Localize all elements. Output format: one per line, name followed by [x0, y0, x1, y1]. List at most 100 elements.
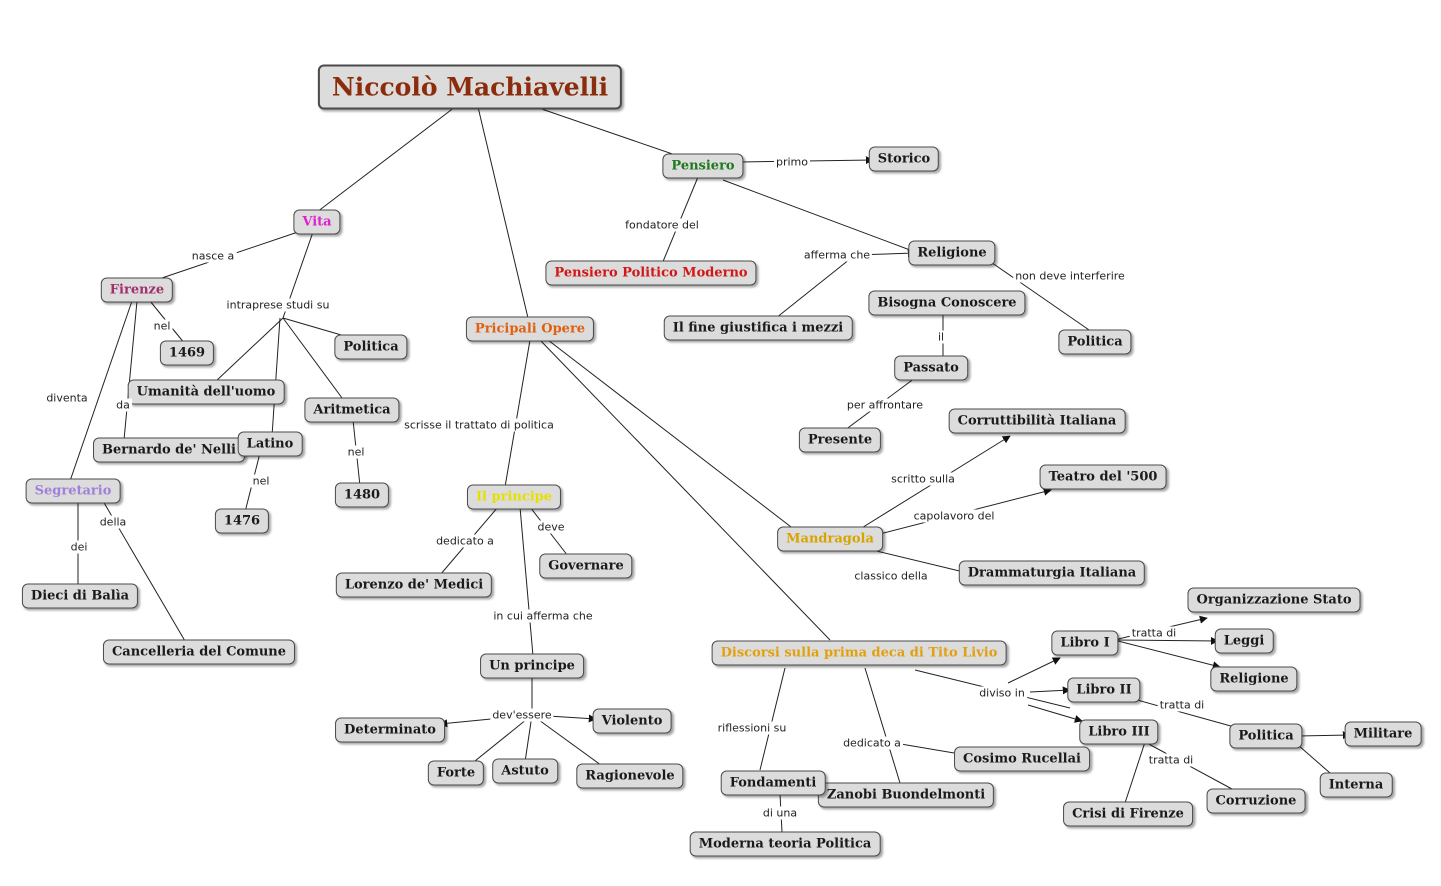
link-label-scritto-sulla: scritto sulla	[889, 472, 957, 486]
node-forte[interactable]: Forte	[427, 760, 485, 786]
link-label-dei: dei	[68, 540, 90, 554]
node-drammaturgia-italiana[interactable]: Drammaturgia Italiana	[958, 560, 1146, 586]
node-cosimo-rucellai[interactable]: Cosimo Rucellai	[954, 746, 1090, 772]
node-ragionevole[interactable]: Ragionevole	[576, 763, 684, 789]
link-label-capolavoro-del: capolavoro del	[911, 509, 997, 523]
link-label-in-cui-afferma-che: in cui afferma che	[491, 609, 595, 623]
node-politica-religione[interactable]: Politica	[1058, 329, 1132, 355]
connector-line	[1124, 741, 1146, 804]
node-politica-studi[interactable]: Politica	[334, 334, 408, 360]
node-un-principe[interactable]: Un principe	[480, 653, 584, 679]
node-interna[interactable]: Interna	[1319, 772, 1393, 798]
node-presente[interactable]: Presente	[798, 427, 882, 453]
connector-line	[519, 506, 534, 657]
connector-line	[1129, 697, 1239, 729]
node-zanobi-buondelmonti[interactable]: Zanobi Buondelmonti	[817, 782, 995, 808]
node-libro-i[interactable]: Libro I	[1051, 630, 1119, 656]
node-il-fine-giustifica-i-mezzi[interactable]: Il fine giustifica i mezzi	[663, 315, 853, 341]
node-discorsi-tito-livio[interactable]: Discorsi sulla prima deca di Tito Livio	[711, 640, 1007, 666]
link-label-classico-della: classico della	[852, 569, 930, 583]
node-libro-ii[interactable]: Libro II	[1067, 677, 1141, 703]
node-passato[interactable]: Passato	[894, 355, 968, 381]
node-bisogna-conoscere[interactable]: Bisogna Conoscere	[868, 290, 1026, 316]
connector-line	[469, 714, 533, 766]
link-label-diventa: diventa	[44, 391, 90, 405]
node-violento[interactable]: Violento	[592, 708, 672, 734]
node-corruttibilita-italiana[interactable]: Corruttibilità Italiana	[948, 408, 1126, 434]
node-segretario[interactable]: Segretario	[25, 478, 121, 504]
node-dieci-di-balia[interactable]: Dieci di Balìa	[21, 583, 139, 609]
node-principali-opere[interactable]: Pricipali Opere	[465, 316, 595, 342]
node-politica-libro2[interactable]: Politica	[1229, 723, 1303, 749]
link-label-il: il	[935, 330, 947, 344]
node-vita[interactable]: Vita	[293, 209, 341, 235]
node-corruzione[interactable]: Corruzione	[1206, 788, 1306, 814]
node-firenze[interactable]: Firenze	[100, 277, 174, 303]
connector-line	[1007, 657, 1061, 684]
connector-line	[1027, 704, 1083, 723]
node-crisi-di-firenze[interactable]: Crisi di Firenze	[1063, 801, 1193, 827]
node-pensiero[interactable]: Pensiero	[662, 153, 744, 179]
link-label-riflessioni-su: riflessioni su	[715, 721, 789, 735]
connector-line	[123, 300, 138, 441]
node-fondamenti[interactable]: Fondamenti	[720, 770, 826, 796]
connector-line	[524, 714, 533, 763]
connector-line	[864, 667, 901, 784]
connector-line	[282, 317, 346, 403]
connector-line	[775, 254, 856, 319]
connector-line	[759, 667, 786, 771]
link-label-della: della	[97, 515, 129, 529]
node-lorenzo-de-medici[interactable]: Lorenzo de' Medici	[335, 572, 493, 598]
node-libro-iii[interactable]: Libro III	[1079, 719, 1159, 745]
node-organizzazione-stato[interactable]: Organizzazione Stato	[1187, 587, 1361, 613]
node-astuto[interactable]: Astuto	[492, 758, 558, 784]
node-1480[interactable]: 1480	[334, 482, 390, 508]
connector-line	[547, 339, 796, 531]
connector-line	[531, 714, 606, 769]
node-1476[interactable]: 1476	[214, 508, 270, 534]
node-cancelleria-del-comune[interactable]: Cancelleria del Comune	[102, 639, 296, 665]
node-governare[interactable]: Governare	[539, 553, 633, 579]
link-label-fondatore-del: fondatore del	[623, 218, 701, 232]
node-umanita-delluomo[interactable]: Umanità dell'uomo	[127, 379, 285, 405]
link-label-dedicato-a-lorenzo: dedicato a	[434, 534, 496, 548]
link-label-afferma-che: afferma che	[801, 248, 873, 262]
node-mandragola[interactable]: Mandragola	[777, 526, 883, 552]
node-leggi[interactable]: Leggi	[1214, 628, 1274, 654]
link-label-tratta-di-libro2: tratta di	[1157, 698, 1207, 712]
node-storico[interactable]: Storico	[868, 146, 940, 172]
link-label-deve: deve	[535, 520, 567, 534]
connector-line	[1113, 636, 1219, 645]
connector-line	[1297, 744, 1331, 774]
node-teatro-del-500[interactable]: Teatro del '500	[1039, 464, 1167, 490]
node-aritmetica[interactable]: Aritmetica	[304, 397, 400, 423]
connector-line	[539, 339, 831, 641]
node-religione[interactable]: Religione	[908, 240, 996, 266]
connector-line	[477, 106, 529, 319]
node-moderna-teoria-politica[interactable]: Moderna teoria Politica	[689, 831, 881, 857]
link-label-intraprese-studi-su: intraprese studi su	[224, 298, 332, 312]
connector-line	[1297, 731, 1351, 740]
link-label-diviso-in: diviso in	[977, 686, 1027, 700]
connector-line	[529, 104, 691, 161]
link-label-da: da	[114, 398, 132, 412]
node-determinato[interactable]: Determinato	[335, 717, 445, 743]
node-latino[interactable]: Latino	[237, 431, 303, 457]
link-label-primo: primo	[773, 155, 811, 169]
node-niccolo-machiavelli[interactable]: Niccolò Machiavelli	[317, 64, 623, 110]
link-label-di-una: di una	[760, 806, 800, 820]
connector-line	[984, 257, 1093, 333]
node-pensiero-politico-moderno[interactable]: Pensiero Politico Moderno	[545, 260, 757, 286]
node-il-principe[interactable]: Il principe	[466, 484, 562, 510]
link-label-non-deve-interferire: non deve interferire	[1013, 269, 1127, 283]
node-1469[interactable]: 1469	[159, 340, 215, 366]
node-religione-libro1[interactable]: Religione	[1210, 666, 1298, 692]
link-label-dedicato-a-cosimo: dedicato a	[841, 736, 903, 750]
connector-line	[316, 106, 456, 213]
link-label-devessere: dev'essere	[490, 708, 554, 722]
node-militare[interactable]: Militare	[1344, 721, 1422, 747]
link-label-scrisse-trattato: scrisse il trattato di politica	[402, 418, 556, 432]
link-label-tratta-di-libro3: tratta di	[1146, 753, 1196, 767]
node-bernardo-de-nelli[interactable]: Bernardo de' Nelli	[93, 437, 245, 463]
link-label-nasce-a: nasce a	[189, 249, 237, 263]
